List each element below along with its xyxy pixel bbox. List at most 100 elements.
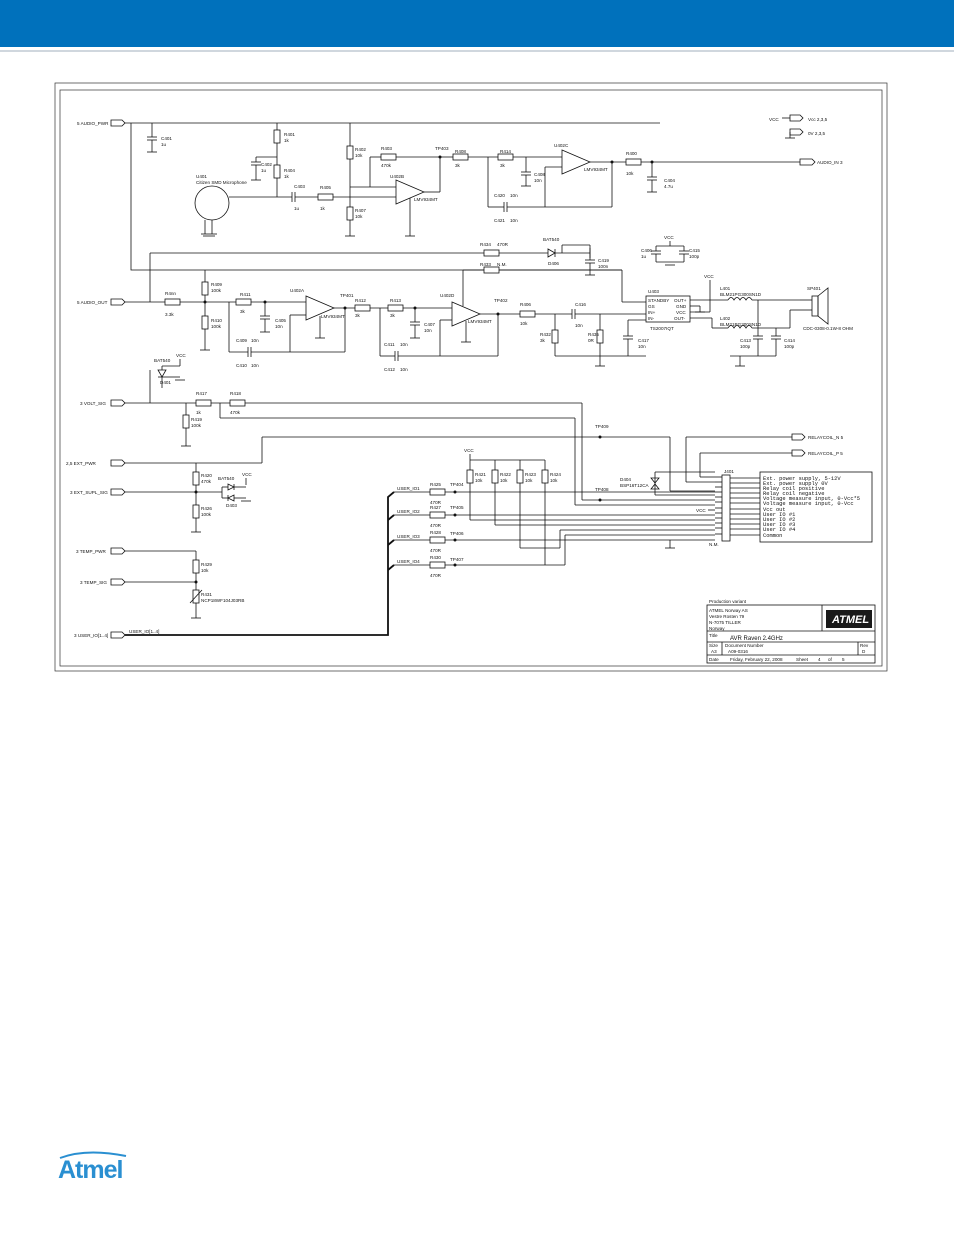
d403-label: D403 bbox=[226, 503, 237, 508]
pin-desc-8: User IO #1 bbox=[763, 512, 795, 518]
c406-value: 1u bbox=[641, 254, 647, 259]
u402c-ref: U402C bbox=[554, 143, 569, 148]
net-user-io1: USER_IO1 bbox=[397, 486, 420, 491]
title-label: Title bbox=[709, 633, 718, 638]
r431-ref: R431 bbox=[201, 592, 212, 597]
pin-desc-4: Relay coil negative bbox=[763, 491, 824, 497]
port-audio-out bbox=[110, 298, 126, 306]
c414-value: 100p bbox=[784, 344, 795, 349]
vcc-net-pullup: VCC bbox=[464, 448, 474, 453]
date-value: Friday, February 22, 2008 bbox=[730, 657, 783, 662]
u403-chip bbox=[645, 295, 691, 323]
user-io-bus-net: USER_IO[1..4] bbox=[129, 629, 159, 634]
r418-ref: R418 bbox=[230, 391, 241, 396]
port-volt-sig bbox=[110, 399, 126, 407]
schematic-diagram: 5 AUDIO_PWR C401 1u R401 1k C402 1u R404… bbox=[54, 82, 888, 672]
r422-value: 10k bbox=[500, 478, 508, 483]
c410-value: 10n bbox=[251, 363, 259, 368]
port-volt-sig-label: 3 VOLT_SIG bbox=[80, 401, 106, 406]
r412-value: 3k bbox=[355, 313, 361, 318]
j401-pins bbox=[715, 476, 760, 536]
c409-ref: C409 bbox=[236, 338, 247, 343]
port-relaycoil-n-label: RELAYCOIL_N 5 bbox=[808, 435, 844, 440]
r403-value: 470k bbox=[381, 163, 392, 168]
u403-pin-gs: GS bbox=[648, 304, 655, 309]
port-audio-pwr-label: 5 AUDIO_PWR bbox=[77, 121, 109, 126]
port-audio-out-label: 5 AUDIO_OUT bbox=[77, 300, 108, 305]
u403-pin-gnd: GND bbox=[676, 304, 687, 309]
date-label: Date bbox=[709, 657, 719, 662]
r404-ref: R404 bbox=[284, 168, 295, 173]
net-user-io4: USER_IO4 bbox=[397, 559, 420, 564]
r406-ref: R406 bbox=[520, 302, 531, 307]
port-gnd bbox=[789, 128, 804, 136]
c407-ref: C407 bbox=[424, 322, 435, 327]
tp401-label: TP401 bbox=[340, 293, 354, 298]
r429-ref: R429 bbox=[201, 562, 212, 567]
port-audio-in bbox=[799, 158, 816, 166]
pin-desc-6: Voltage measure input, 0-Vcc bbox=[763, 501, 854, 507]
port-vcc bbox=[789, 114, 804, 122]
title-block-variant: Production variant bbox=[709, 599, 747, 604]
header-rule bbox=[0, 50, 954, 52]
c413-ref: C413 bbox=[740, 338, 751, 343]
c421-value: 10n bbox=[510, 218, 518, 223]
u401-value: Citizen SMD Microphone bbox=[196, 180, 247, 185]
pin-desc-11: User IO #4 bbox=[763, 527, 795, 533]
r402-ref: R402 bbox=[355, 147, 366, 152]
c413-value: 100p bbox=[740, 344, 751, 349]
vcc-net-d401: VCC bbox=[176, 353, 186, 358]
c408-ref: C408 bbox=[534, 172, 545, 177]
c403-ref: C403 bbox=[294, 184, 305, 189]
r402-value: 10k bbox=[355, 153, 363, 158]
c402-value: 1u bbox=[261, 168, 267, 173]
c417-value: 10n bbox=[638, 344, 646, 349]
r427-value: 470R bbox=[430, 523, 442, 528]
r423-value: 10k bbox=[525, 478, 533, 483]
u403-ref: U403 bbox=[648, 289, 659, 294]
u402c-value: LMV934MT bbox=[584, 167, 608, 172]
r408-value: 3k bbox=[455, 163, 461, 168]
net-nm: N.M. bbox=[709, 542, 719, 547]
pin-desc-12: Common bbox=[763, 533, 782, 539]
sense-section: BAT540 VCC D401 3 VOLT_SIG R417 1k R418 … bbox=[66, 353, 873, 639]
l402-value: BLM21PG300SN1D bbox=[720, 322, 762, 327]
mic-preamp-section: 5 AUDIO_PWR C401 1u R401 1k C402 1u R404… bbox=[77, 114, 843, 271]
port-temp-sig bbox=[110, 578, 126, 586]
c405-ref: C405 bbox=[275, 318, 286, 323]
r423-ref: R423 bbox=[525, 472, 536, 477]
c419-ref: C419 bbox=[598, 258, 609, 263]
u403-pin-outp: OUT+ bbox=[674, 298, 687, 303]
title-value: AVR Raven 2.4GHz bbox=[730, 636, 783, 642]
port-temp-pwr-label: 3 TEMP_PWR bbox=[76, 549, 106, 554]
pin-desc-9: User IO #2 bbox=[763, 517, 795, 523]
atmel-logo-text: Atmel bbox=[58, 1156, 123, 1184]
u402b-value: LMV934MT bbox=[414, 197, 438, 202]
r429-value: 10k bbox=[201, 568, 209, 573]
c417-ref: C417 bbox=[638, 338, 649, 343]
c411-value: 10n bbox=[400, 342, 408, 347]
microphone-symbol bbox=[194, 185, 230, 221]
u403-pin-vcc: VCC bbox=[676, 310, 686, 315]
size-label: Size bbox=[709, 643, 718, 648]
header-bar bbox=[0, 0, 954, 47]
j401-connector bbox=[721, 474, 731, 542]
u402a-ref: U402A bbox=[290, 288, 305, 293]
r433-ref: R433 bbox=[480, 262, 491, 267]
r413-ref: R413 bbox=[390, 298, 401, 303]
r417-value: 1k bbox=[196, 410, 202, 415]
bat540-label: BAT540 bbox=[543, 237, 560, 242]
c412-ref: C412 bbox=[384, 367, 395, 372]
company-line-1: ATMEL Norway AS bbox=[709, 608, 748, 613]
c420-value: 10n bbox=[510, 193, 518, 198]
l401-value: BLM21PG300SN1D bbox=[720, 292, 762, 297]
r434-ref: R434 bbox=[480, 242, 491, 247]
tp409-label: TP409 bbox=[595, 424, 609, 429]
r427-ref: R427 bbox=[430, 505, 441, 510]
tp403-label: TP403 bbox=[435, 146, 449, 151]
tp405-label: TP405 bbox=[450, 505, 464, 510]
r407-value: 10k bbox=[355, 214, 363, 219]
title-block-logo bbox=[826, 610, 872, 628]
c407-value: 10n bbox=[424, 328, 432, 333]
pin-desc-1: Ext. power supply, 5-12V bbox=[763, 476, 841, 482]
